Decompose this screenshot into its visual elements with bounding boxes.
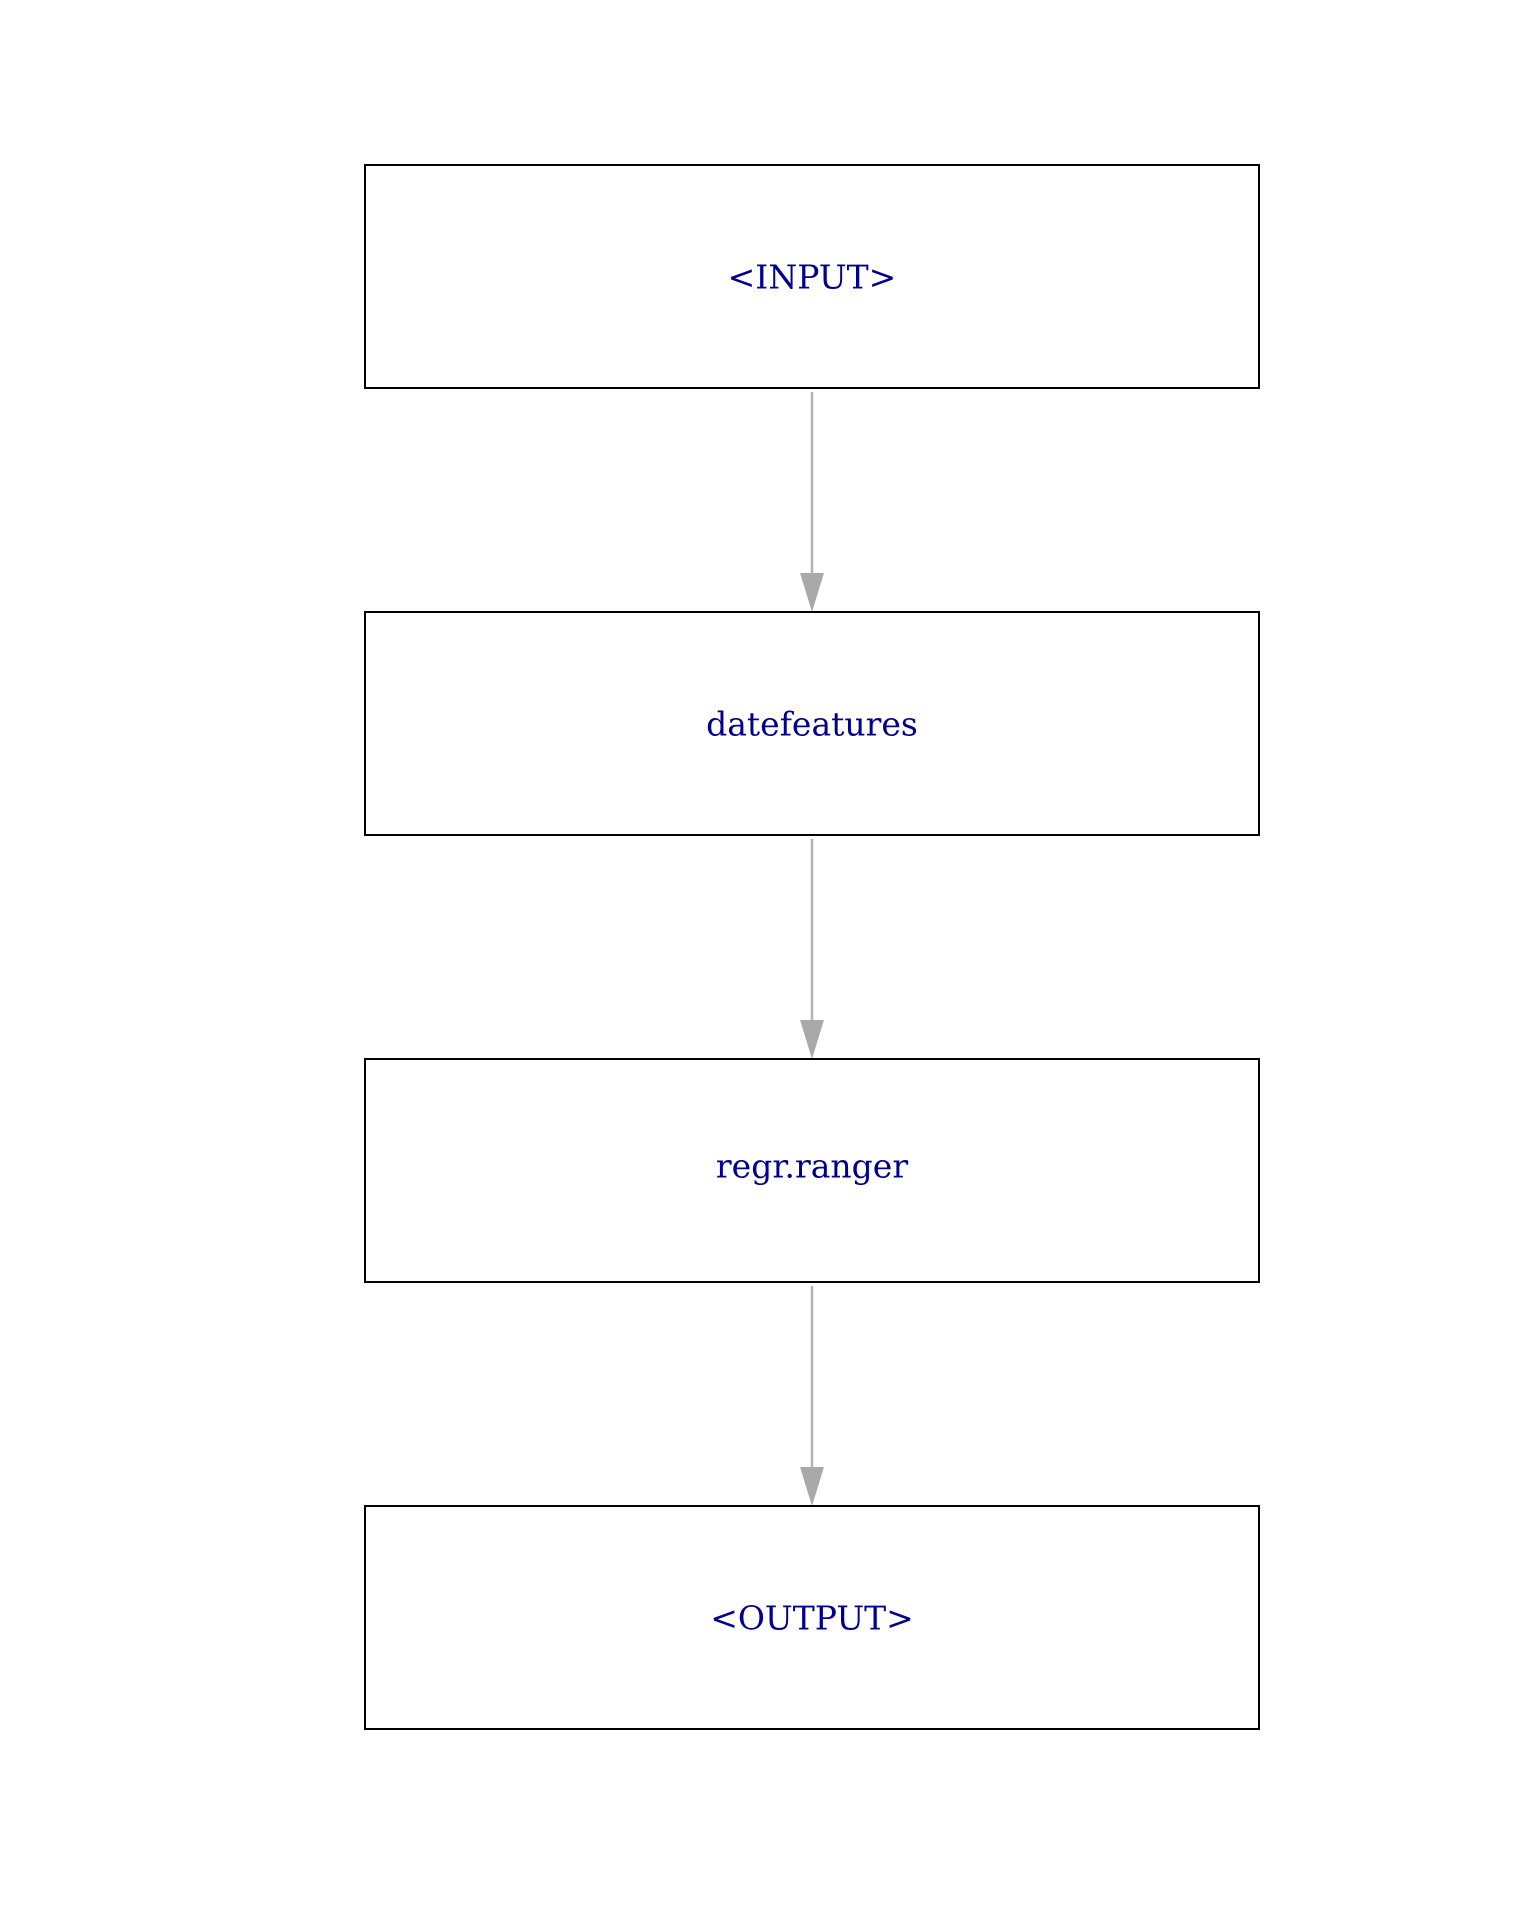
node-input-label: <INPUT>: [728, 258, 897, 297]
node-regr-ranger: regr.ranger: [364, 1058, 1260, 1283]
node-input: <INPUT>: [364, 164, 1260, 389]
edge-input-to-datefeatures: [800, 392, 824, 612]
node-datefeatures-label: datefeatures: [706, 705, 918, 744]
node-regr-ranger-label: regr.ranger: [716, 1147, 908, 1186]
edge-regr-ranger-to-output: [800, 1286, 824, 1506]
node-output: <OUTPUT>: [364, 1505, 1260, 1730]
edge-datefeatures-to-regr-ranger: [800, 839, 824, 1059]
node-output-label: <OUTPUT>: [710, 1599, 914, 1638]
node-datefeatures: datefeatures: [364, 611, 1260, 836]
